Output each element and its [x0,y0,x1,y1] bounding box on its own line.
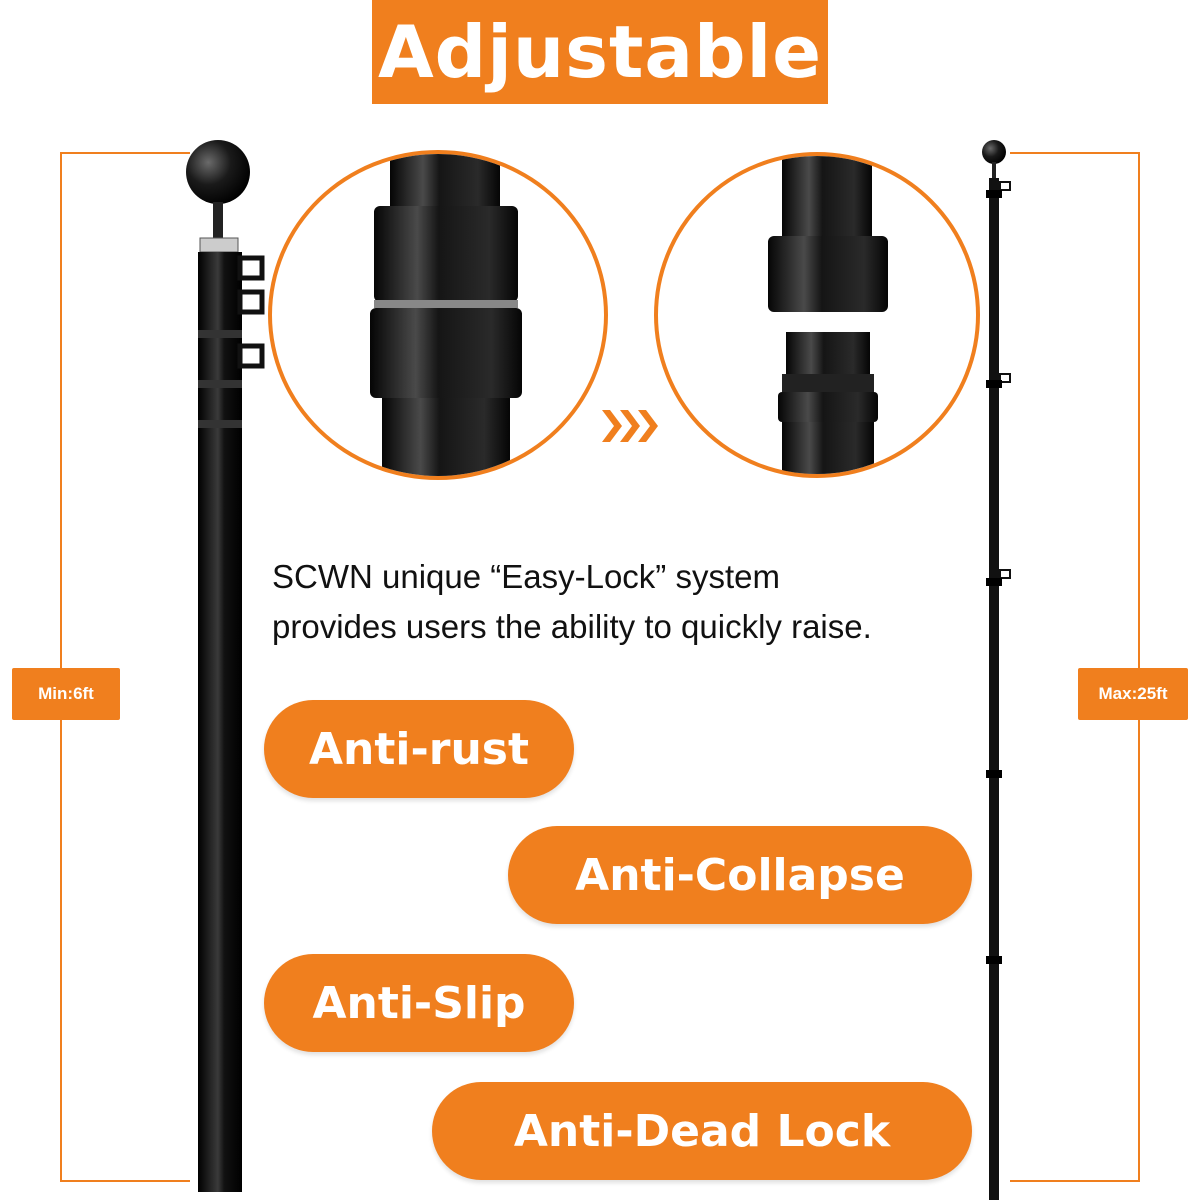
max-height-label: Max:25ft [1078,668,1188,720]
separated-joint-closeup [654,152,980,478]
max-height-bracket [1010,152,1140,1182]
feature-badge-anti-rust: Anti-rust [264,700,574,798]
page-title: Adjustable [377,10,823,94]
feature-badge-anti-dead-lock: Anti-Dead Lock [432,1082,972,1180]
description-line-2: provides users the ability to quickly ra… [272,608,872,645]
easy-lock-description: SCWN unique “Easy-Lock” system provides … [272,552,972,652]
triple-chevron-right-icon [602,410,658,442]
min-height-label: Min:6ft [12,668,120,720]
feature-badge-anti-collapse: Anti-Collapse [508,826,972,924]
min-height-bracket [60,152,190,1182]
description-line-1: SCWN unique “Easy-Lock” system [272,558,780,595]
locked-joint-closeup [268,150,608,480]
title-banner: Adjustable [372,0,828,104]
ball-finial-icon [186,140,250,240]
collapsed-flagpole [186,140,265,1192]
feature-badge-anti-slip: Anti-Slip [264,954,574,1052]
extended-flagpole [982,140,1011,1200]
